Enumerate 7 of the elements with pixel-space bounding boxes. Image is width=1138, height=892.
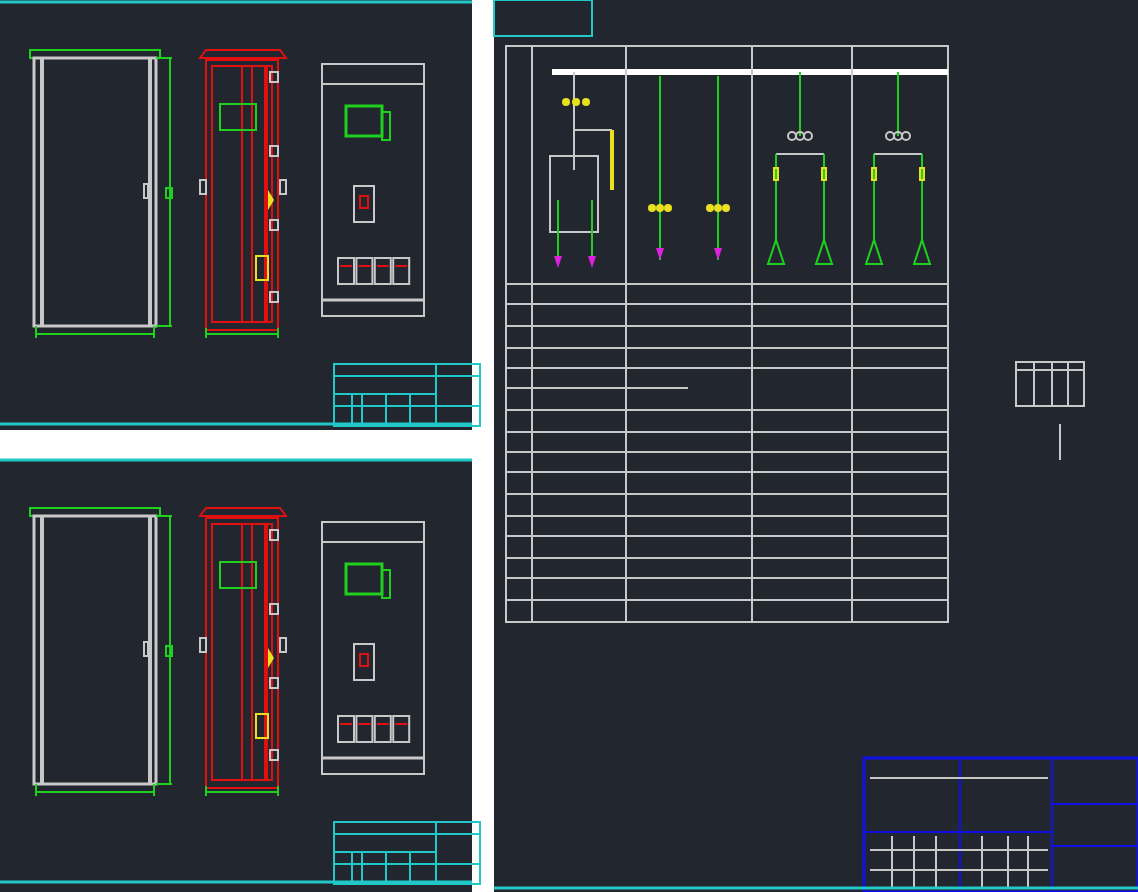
cabinet-front-view-drawing <box>29 49 161 328</box>
cabinet-side-view-drawing <box>198 507 288 789</box>
single-line-diagram-drawing <box>505 45 949 623</box>
panel-layout-drawing <box>321 63 425 317</box>
cabinet-front-view-drawing <box>29 507 161 786</box>
cabinet-side-view-drawing <box>198 49 288 331</box>
panel-layout-drawing <box>321 521 425 775</box>
